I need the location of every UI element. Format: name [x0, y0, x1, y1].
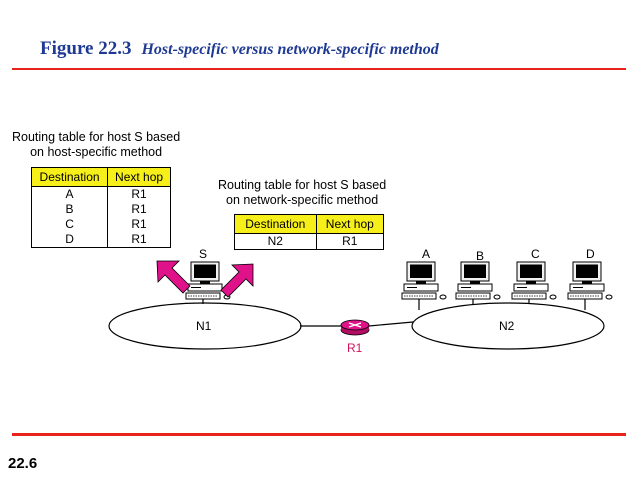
host-specific-routing-table: Destination Next hop A R1 B R1 C R1 D R1: [30, 167, 171, 248]
arrow-to-network-specific-table: [220, 263, 254, 298]
table-row: C R1: [30, 217, 171, 232]
destination-cell: N2: [234, 233, 317, 250]
host-b-computer-icon: [455, 261, 501, 300]
host-specific-caption: Routing table for host S based on host-s…: [12, 130, 180, 160]
column-header-next-hop: Next hop: [315, 214, 385, 234]
table-row: A R1: [30, 186, 171, 202]
next-hop-cell: R1: [107, 186, 171, 202]
page-number: 22.6: [8, 455, 38, 472]
host-d-computer-icon: [567, 261, 613, 300]
host-specific-caption-line2: on host-specific method: [30, 145, 163, 159]
table-row: N2 R1: [234, 233, 385, 250]
figure-number: Figure 22.3: [40, 38, 132, 59]
network-n2-label: N2: [499, 319, 515, 333]
destination-cell: C: [30, 217, 109, 232]
arrow-to-host-specific-table: [156, 260, 191, 294]
column-header-destination: Destination: [234, 214, 317, 234]
destination-cell: A: [30, 186, 109, 202]
host-a-computer-icon: [401, 261, 447, 300]
column-header-next-hop: Next hop: [107, 167, 171, 187]
host-c-computer-icon: [511, 261, 557, 300]
destination-cell: B: [30, 202, 109, 217]
destination-cell: D: [30, 232, 109, 248]
network-specific-caption-line1: Routing table for host S based: [218, 178, 387, 192]
column-header-destination: Destination: [30, 167, 109, 187]
host-specific-caption-line1: Routing table for host S based: [12, 130, 181, 144]
router-r1-label: R1: [347, 341, 363, 355]
network-specific-routing-table: Destination Next hop N2 R1: [234, 214, 385, 250]
router-r1-icon: [340, 319, 370, 336]
network-n1-label: N1: [196, 319, 212, 333]
next-hop-cell: R1: [107, 202, 171, 217]
next-hop-cell: R1: [315, 233, 385, 250]
top-rule: [12, 68, 626, 70]
host-b-label: B: [476, 249, 485, 263]
host-s-label: S: [199, 247, 208, 261]
bottom-rule: [12, 433, 626, 436]
host-a-label: A: [422, 247, 431, 261]
next-hop-cell: R1: [107, 217, 171, 232]
host-c-label: C: [531, 247, 540, 261]
network-n2-shape: [411, 302, 605, 350]
figure-caption: Host-specific versus network-specific me…: [141, 41, 439, 58]
next-hop-cell: R1: [107, 232, 171, 248]
table-row: D R1: [30, 232, 171, 248]
network-specific-caption-line2: on network-specific method: [226, 193, 379, 207]
network-specific-caption: Routing table for host S based on networ…: [218, 178, 386, 208]
host-s-computer-icon: [185, 261, 231, 300]
host-d-label: D: [586, 247, 595, 261]
table-row: B R1: [30, 202, 171, 217]
figure-title: Figure 22.3 Host-specific versus network…: [40, 38, 439, 60]
